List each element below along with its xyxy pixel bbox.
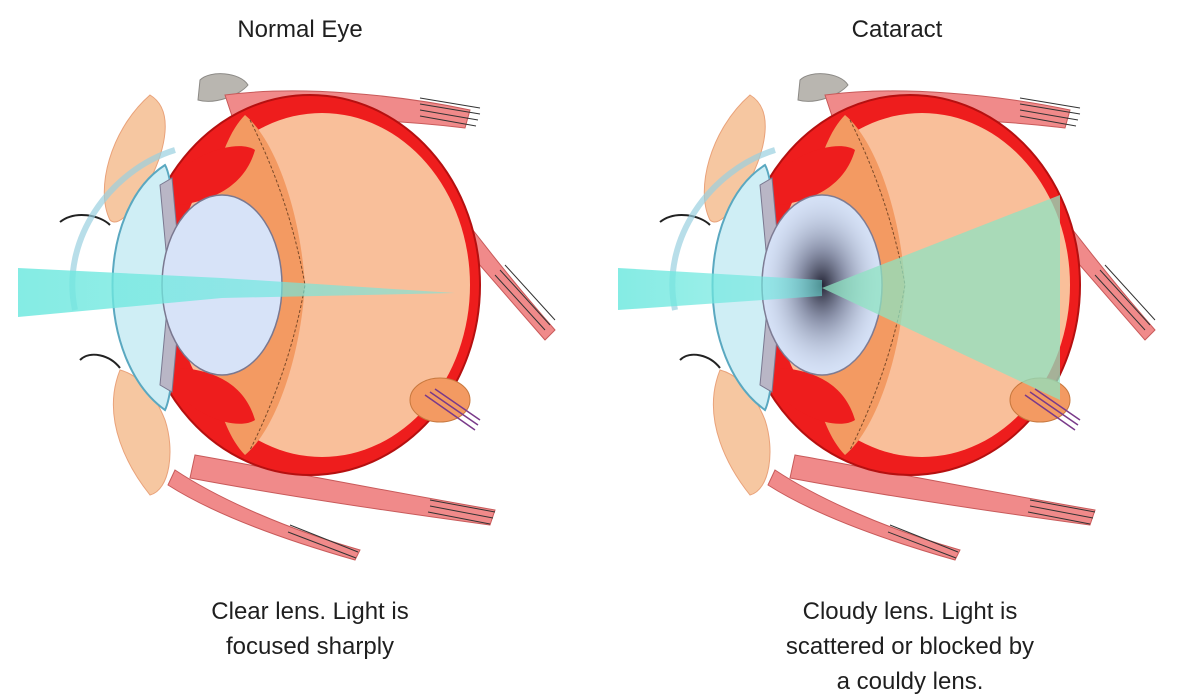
normal-eye-illustration: [18, 74, 555, 560]
incoming-light-beam: [618, 268, 822, 310]
scattered-light-cone: [822, 195, 1060, 400]
focused-light-beam: [18, 268, 455, 317]
cataract-caption: Cloudy lens. Light is scattered or block…: [740, 594, 1080, 699]
caption-line: Clear lens. Light is: [211, 598, 409, 625]
caption-line: focused sharply: [225, 633, 395, 660]
caption-line: scattered or blocked by: [785, 633, 1035, 660]
caption-line: a couldy lens.: [836, 668, 984, 695]
caption-line: Cloudy lens. Light is: [802, 598, 1018, 625]
normal-eye-title: Normal Eye: [237, 16, 363, 43]
cataract-eye-illustration: [618, 74, 1155, 560]
normal-eye-caption: Clear lens. Light is focused sharply: [150, 594, 470, 664]
cataract-title: Cataract: [851, 16, 943, 43]
